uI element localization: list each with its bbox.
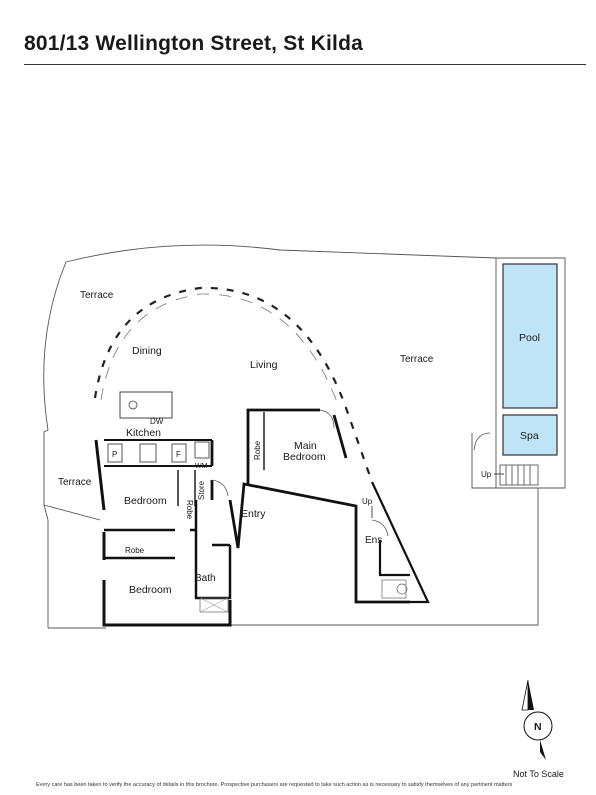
label-robe-main: Robe (253, 440, 262, 460)
wall-bath (194, 543, 232, 600)
label-fridge: F (176, 450, 181, 459)
glazing-arc (93, 286, 374, 483)
label-dw: DW (150, 417, 164, 426)
ensuite-shower (381, 579, 407, 599)
stairs-pool (499, 464, 539, 486)
label-up-entry: Up (362, 497, 373, 506)
kitchen-island (119, 391, 173, 419)
door-swing-pool (473, 432, 491, 451)
cooktop (139, 443, 157, 463)
wall-west (94, 439, 232, 627)
wall-kitchen-south (104, 439, 212, 467)
scale-note: Not To Scale (513, 769, 564, 779)
compass-letter: N (534, 721, 542, 733)
label-pantry: P (112, 450, 117, 459)
label-store: Store (197, 480, 206, 500)
label-up-pool: Up (481, 470, 492, 479)
spa (502, 414, 558, 456)
label-robe-bed1: Robe (185, 500, 194, 520)
wall-robe-divider (177, 412, 265, 506)
pantry-box (107, 443, 123, 463)
wall-bedroom1 (104, 500, 198, 560)
label-bedroom-1: Bedroom (124, 495, 167, 507)
door-swing-ensuite (371, 519, 389, 537)
wall-main-bedroom (246, 408, 348, 484)
fridge-box (171, 443, 187, 463)
disclaimer-text: Every care has been taken to verify the … (36, 782, 513, 788)
label-terrace-west: Terrace (58, 477, 92, 488)
label-bedroom-2: Bedroom (129, 584, 172, 596)
pool-deck-line (471, 258, 538, 489)
label-robe-bed2: Robe (125, 546, 145, 555)
label-spa: Spa (520, 430, 539, 442)
label-main-bedroom-1: Main (294, 440, 317, 452)
kitchen-sink-1 (128, 400, 138, 410)
terrace-inner-line (43, 504, 106, 629)
label-terrace-northwest: Terrace (80, 290, 114, 301)
ensuite-toilet (396, 583, 408, 595)
bath-shower-cross (199, 597, 229, 613)
wall-ensuite (371, 481, 430, 604)
label-dining: Dining (132, 345, 162, 357)
label-pool: Pool (519, 332, 540, 344)
title-divider (24, 64, 586, 65)
label-wm: WM (195, 463, 208, 470)
compass-icon: N (521, 679, 553, 760)
bath-shower (199, 597, 229, 613)
label-entry: Entry (241, 508, 266, 520)
label-bath: Bath (195, 573, 216, 584)
label-terrace-east: Terrace (400, 354, 434, 365)
door-swing-main (319, 409, 335, 429)
pool (502, 263, 558, 409)
wm-box (194, 441, 210, 459)
label-ens: Ens (365, 535, 382, 546)
label-kitchen: Kitchen (126, 427, 161, 439)
terrace-outline (43, 244, 566, 628)
page-title: 801/13 Wellington Street, St Kilda (24, 32, 363, 55)
glazing-arc-inner (100, 293, 340, 408)
label-living: Living (250, 359, 278, 371)
door-swing-entry (211, 479, 229, 497)
wall-entry (210, 440, 410, 604)
label-main-bedroom-2: Bedroom (283, 451, 326, 463)
